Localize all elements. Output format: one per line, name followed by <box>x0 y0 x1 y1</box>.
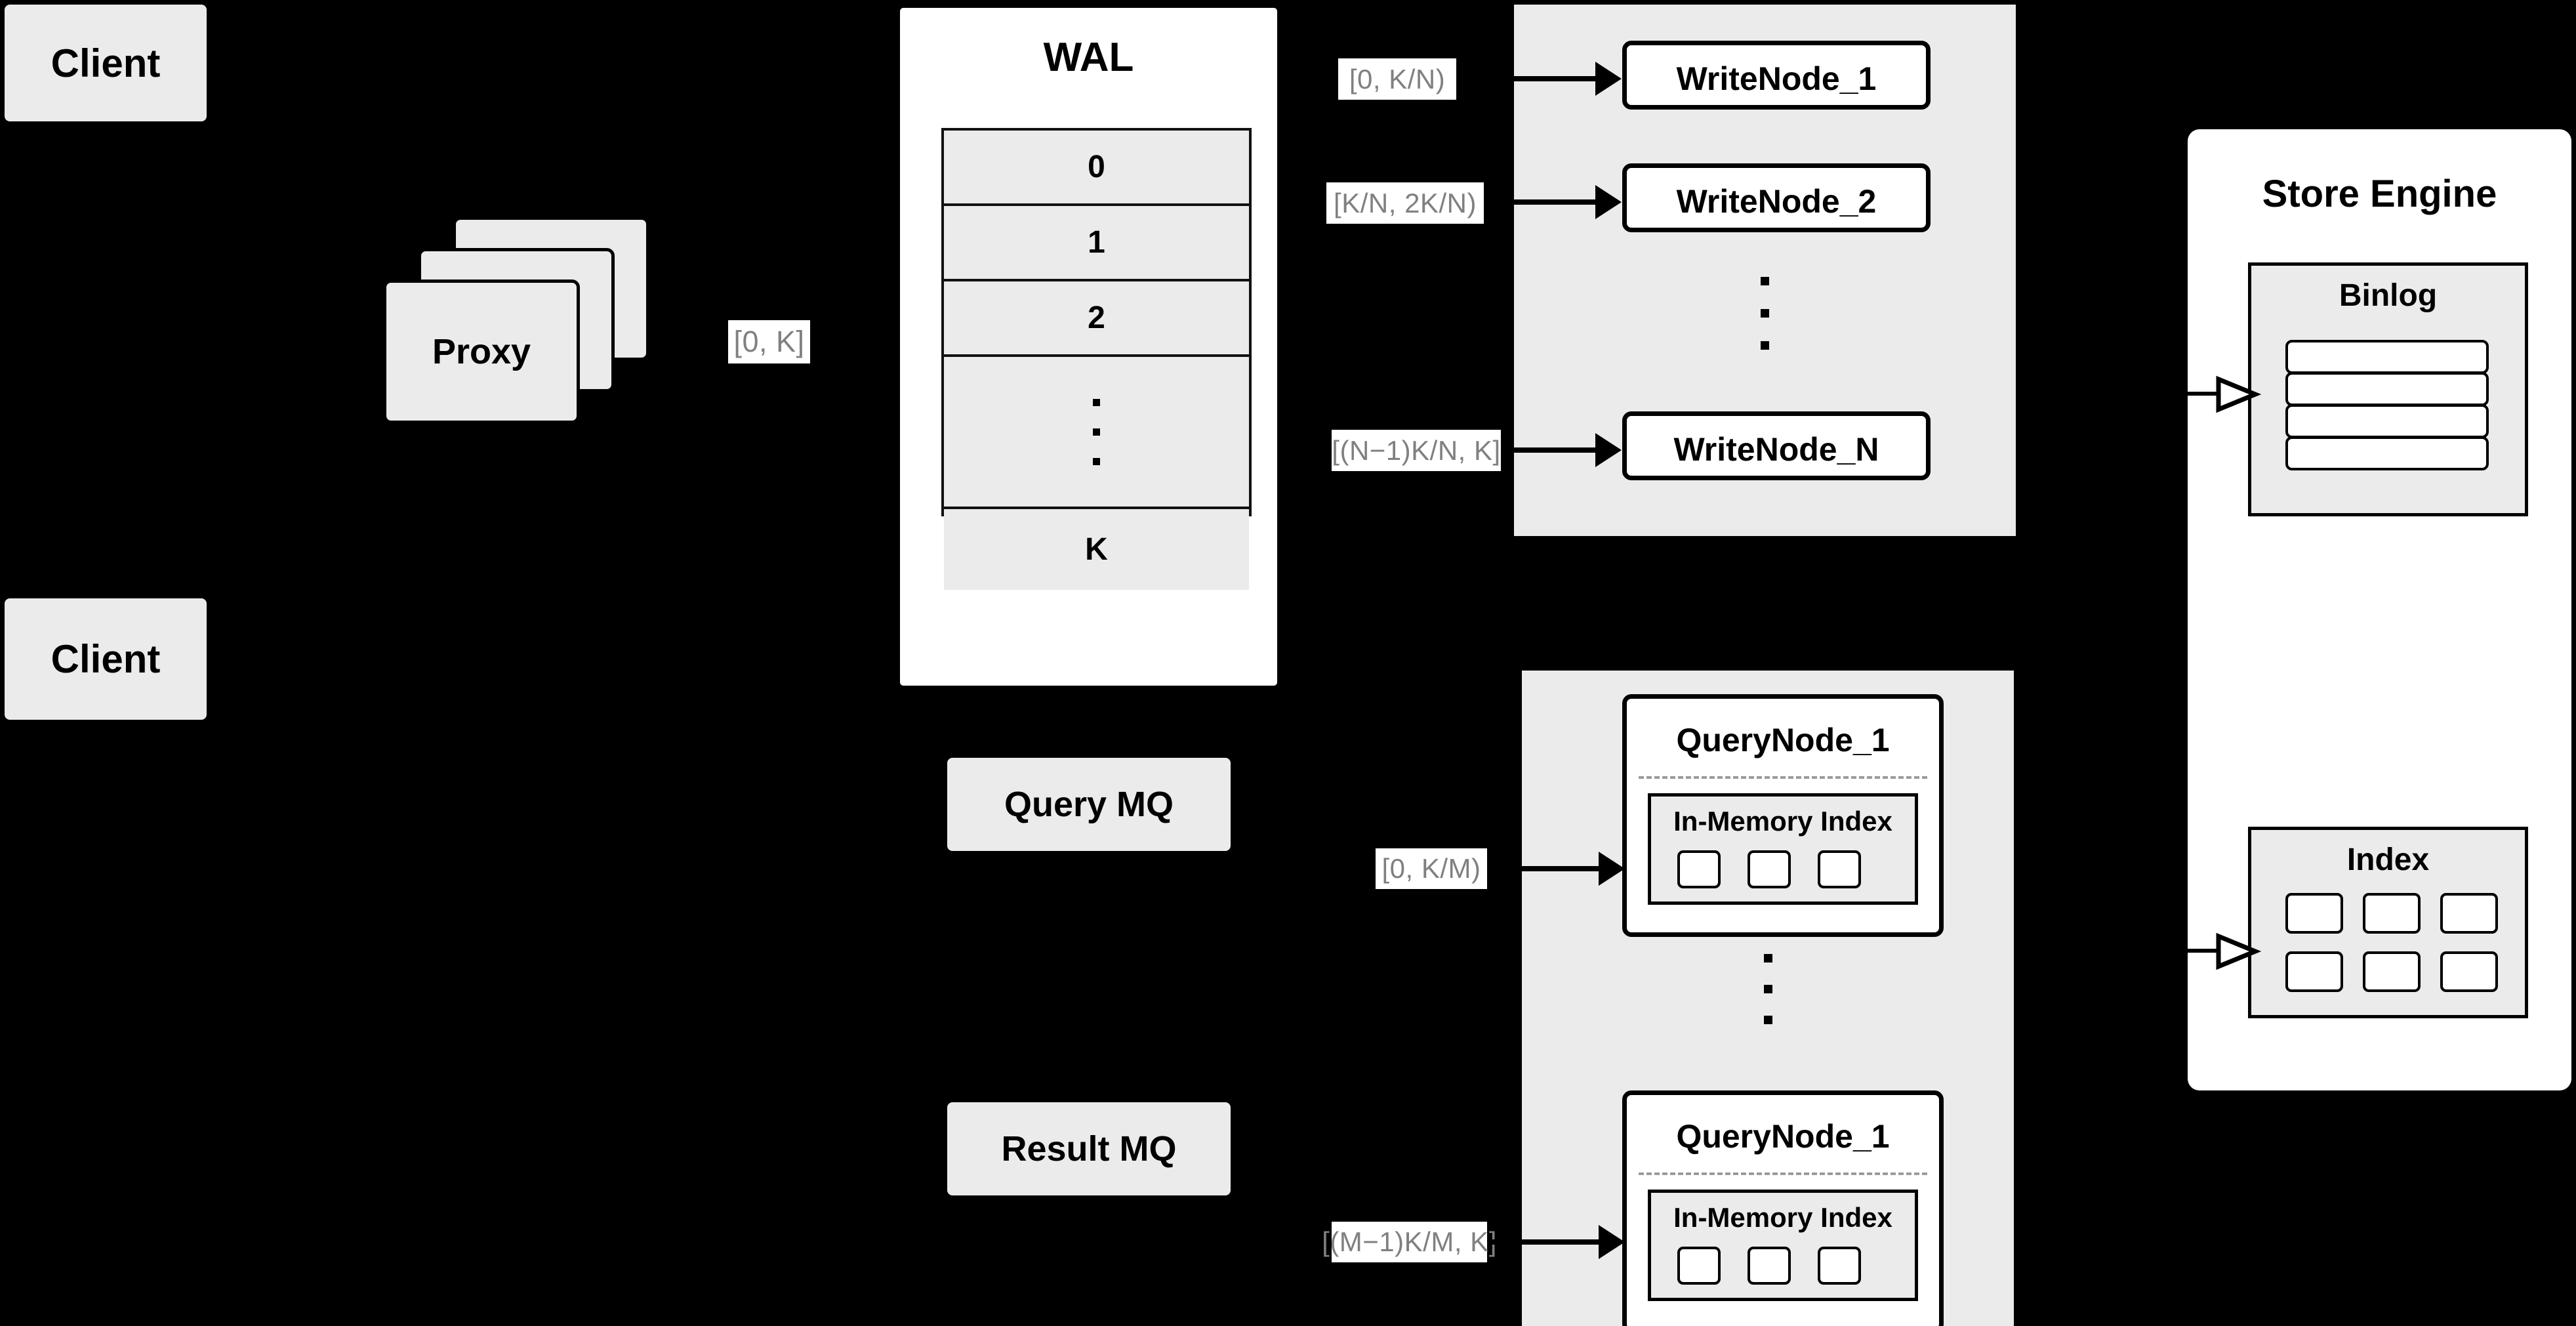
query-node-1-index-slot-3[interactable] <box>1818 850 1861 888</box>
range-label-write-2: [K/N, 2K/N) <box>1326 182 1484 224</box>
index-slot-5[interactable] <box>2363 951 2421 992</box>
write-ellipsis-dot-2 <box>1761 309 1769 318</box>
wal-ellipsis-dot-3 <box>1093 457 1100 465</box>
client-box-1[interactable]: Client <box>5 5 207 121</box>
proxy-label: Proxy <box>432 332 531 371</box>
write-ellipsis-dot-1 <box>1761 277 1769 285</box>
arrow-line-write-1 <box>1458 76 1595 81</box>
range-label-proxy: [0, K] <box>728 320 810 363</box>
binlog-row-1 <box>2285 340 2489 374</box>
query-mq-label: Query MQ <box>1004 785 1174 824</box>
query-ellipsis-dot-1 <box>1763 954 1772 963</box>
arrow-line-query-2 <box>1487 1239 1599 1245</box>
range-label-query-1: [0, K/M) <box>1376 848 1487 889</box>
wal-row-0: 0 <box>944 131 1249 206</box>
query-mq-box[interactable]: Query MQ <box>947 758 1231 851</box>
query-node-2-index-slot-1[interactable] <box>1677 1247 1721 1285</box>
range-label-write-n: [(N−1)K/N, K] <box>1332 430 1501 471</box>
query-node-1-divider <box>1639 776 1927 779</box>
query-node-1[interactable]: QueryNode_1 In-Memory Index <box>1622 694 1944 937</box>
binlog-box: Binlog <box>2248 262 2528 516</box>
index-slot-4[interactable] <box>2285 951 2343 992</box>
wal-ellipsis-dot-2 <box>1093 428 1100 436</box>
write-node-n-label: WriteNode_N <box>1673 431 1879 468</box>
wal-row-ellipsis <box>944 357 1249 509</box>
binlog-row-2 <box>2285 372 2489 406</box>
store-engine-panel: Store Engine Binlog Index <box>2188 129 2571 1090</box>
query-node-2-index-slot-3[interactable] <box>1818 1247 1861 1285</box>
range-label-proxy-text: [0, K] <box>733 325 805 358</box>
arrow-head-query-2 <box>1599 1225 1625 1259</box>
write-node-1-label: WriteNode_1 <box>1676 60 1877 97</box>
wal-ellipsis-dot-1 <box>1093 398 1100 406</box>
query-node-2-index-slot-2[interactable] <box>1748 1247 1791 1285</box>
arrow-head-write-n <box>1595 433 1622 467</box>
index-slot-3[interactable] <box>2440 893 2498 934</box>
range-label-write-2-text: [K/N, 2K/N) <box>1334 187 1477 218</box>
wal-container: WAL 0 1 2 K <box>897 5 1280 689</box>
query-node-2-label: QueryNode_1 <box>1676 1118 1890 1155</box>
arrow-line-write-n <box>1501 447 1595 453</box>
arrow-head-index-icon <box>2216 932 2262 970</box>
query-node-1-label: QueryNode_1 <box>1676 722 1890 758</box>
binlog-row-4 <box>2285 436 2489 470</box>
arrow-head-query-1 <box>1599 852 1625 886</box>
query-cluster-ellipsis <box>1522 954 2014 1039</box>
index-title: Index <box>2346 842 2430 877</box>
arrow-head-write-2 <box>1595 185 1622 219</box>
arrow-head-binlog-icon <box>2216 375 2262 413</box>
binlog-title: Binlog <box>2339 278 2438 313</box>
query-node-2-index-box: In-Memory Index <box>1648 1190 1918 1301</box>
proxy-stack[interactable]: Proxy <box>380 217 669 433</box>
client-box-2[interactable]: Client <box>5 598 207 720</box>
arrow-line-index <box>2186 949 2225 953</box>
proxy-card-front[interactable]: Proxy <box>383 280 580 424</box>
range-label-write-1: [0, K/N) <box>1338 58 1456 100</box>
range-label-query-1-text: [0, K/M) <box>1381 853 1481 884</box>
arrow-head-write-1 <box>1595 62 1622 96</box>
client-label-1: Client <box>51 41 161 85</box>
store-engine-title: Store Engine <box>2262 173 2497 215</box>
range-label-write-n-text: [(N−1)K/N, K] <box>1332 434 1501 466</box>
result-mq-label: Result MQ <box>1001 1129 1177 1169</box>
wal-title: WAL <box>1043 35 1134 80</box>
result-mq-box[interactable]: Result MQ <box>947 1102 1231 1195</box>
arrow-line-binlog <box>2186 392 2225 396</box>
index-box: Index <box>2248 827 2528 1018</box>
write-cluster-panel: WriteNode_1 WriteNode_2 WriteNode_N <box>1514 5 2016 536</box>
write-node-n[interactable]: WriteNode_N <box>1622 411 1931 480</box>
wal-table: 0 1 2 K <box>941 128 1252 590</box>
wal-row-k: K <box>944 509 1249 590</box>
query-node-2-index-title: In-Memory Index <box>1673 1202 1892 1233</box>
query-node-1-index-slot-1[interactable] <box>1677 850 1721 888</box>
range-label-write-1-text: [0, K/N) <box>1349 63 1446 94</box>
query-node-1-index-box: In-Memory Index <box>1648 793 1918 905</box>
client-label-2: Client <box>51 637 161 681</box>
query-cluster-panel: QueryNode_1 In-Memory Index QueryNode_1 … <box>1522 671 2014 1326</box>
query-ellipsis-dot-3 <box>1763 1016 1772 1024</box>
range-label-query-2-text: [(M−1)K/M, K] <box>1322 1226 1497 1257</box>
index-slot-2[interactable] <box>2363 893 2421 934</box>
range-label-query-2: [(M−1)K/M, K] <box>1322 1222 1496 1262</box>
arrow-line-write-2 <box>1484 199 1595 205</box>
write-node-1[interactable]: WriteNode_1 <box>1622 41 1931 110</box>
wal-row-1: 1 <box>944 206 1249 281</box>
arrow-line-query-1 <box>1487 866 1599 871</box>
query-node-1-index-slot-2[interactable] <box>1748 850 1791 888</box>
wal-row-2: 2 <box>944 281 1249 357</box>
write-node-2[interactable]: WriteNode_2 <box>1622 163 1931 232</box>
write-ellipsis-dot-3 <box>1761 341 1769 350</box>
index-slot-1[interactable] <box>2285 893 2343 934</box>
query-node-2-divider <box>1639 1172 1927 1175</box>
query-node-1-index-title: In-Memory Index <box>1673 806 1892 837</box>
write-node-2-label: WriteNode_2 <box>1676 183 1877 220</box>
query-node-2[interactable]: QueryNode_1 In-Memory Index <box>1622 1090 1944 1326</box>
query-ellipsis-dot-2 <box>1763 985 1772 993</box>
index-slot-6[interactable] <box>2440 951 2498 992</box>
binlog-row-3 <box>2285 404 2489 438</box>
write-cluster-ellipsis <box>1514 277 2016 362</box>
